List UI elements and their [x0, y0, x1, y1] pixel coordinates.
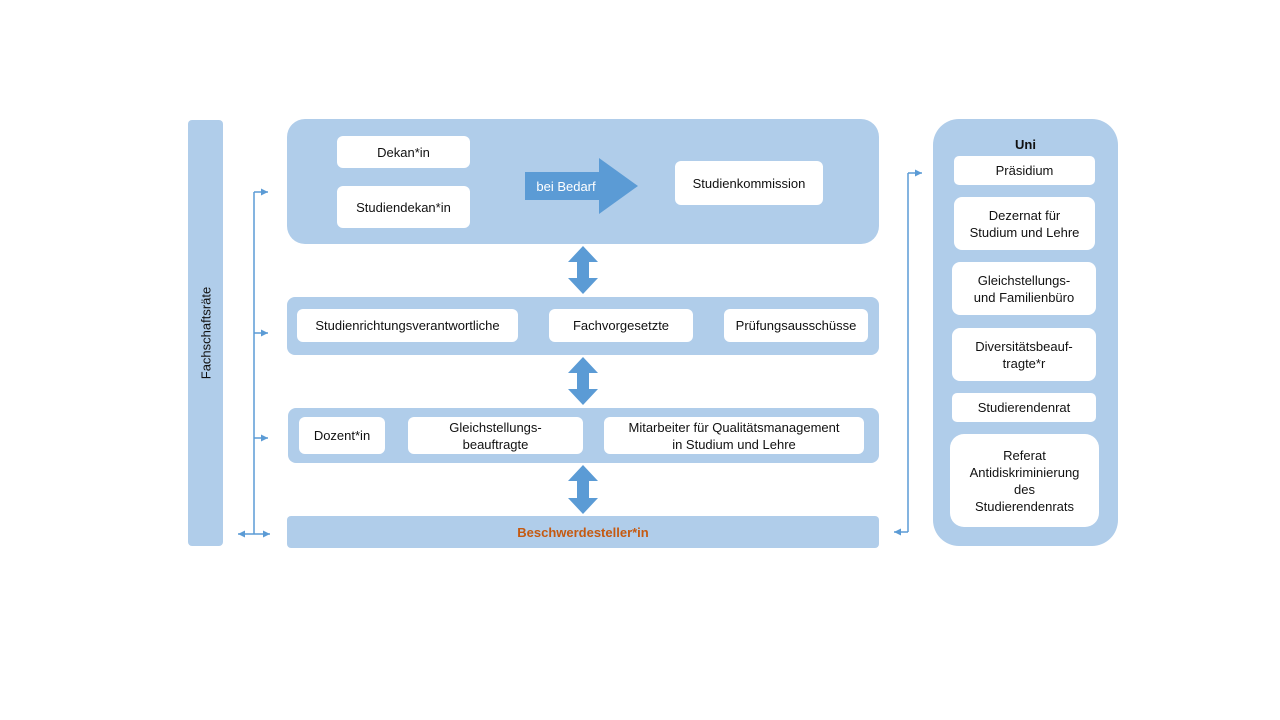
double-arrow-faculty-program — [568, 246, 598, 294]
teaching-item-qualitaetsmanagement: Mitarbeiter für Qualitätsmanagement in S… — [604, 417, 864, 454]
uni-item-studierendenrat: Studierendenrat — [952, 393, 1096, 422]
teaching-item-dozent: Dozent*in — [299, 417, 385, 454]
uni-title: Uni — [1015, 137, 1036, 152]
uni-item-referat-antidiskriminierung: Referat Antidiskriminierung des Studiere… — [950, 434, 1099, 527]
studiendekan-box: Studiendekan*in — [337, 186, 470, 228]
program-item-pruefungsausschuesse: Prüfungsausschüsse — [724, 309, 868, 342]
teaching-item-gleichstellungsbeauftragte: Gleichstellungs- beauftragte — [408, 417, 583, 454]
complainant-bar: Beschwerdesteller*in — [287, 516, 879, 548]
double-arrow-program-teaching — [568, 357, 598, 405]
program-item-studienrichtungsverantwortliche: Studienrichtungsverantwortliche — [297, 309, 518, 342]
complainant-label: Beschwerdesteller*in — [517, 524, 649, 540]
uni-item-diversitaetsbeauftragte: Diversitätsbeauf- tragte*r — [952, 328, 1096, 381]
right-connector — [894, 169, 922, 536]
double-arrow-teaching-complainant — [568, 465, 598, 514]
fachschaftsraete-bar: Fachschaftsräte — [188, 120, 223, 546]
studienkommission-box: Studienkommission — [675, 161, 823, 205]
program-item-fachvorgesetzte: Fachvorgesetzte — [549, 309, 693, 342]
left-connector — [238, 188, 270, 538]
bei-bedarf-label: bei Bedarf — [536, 179, 596, 194]
dekan-box: Dekan*in — [337, 136, 470, 168]
uni-item-dezernat: Dezernat für Studium und Lehre — [954, 197, 1095, 250]
uni-item-praesidium: Präsidium — [954, 156, 1095, 185]
uni-item-gleichstellungsbuero: Gleichstellungs- und Familienbüro — [952, 262, 1096, 315]
bei-bedarf-arrow — [525, 158, 638, 214]
